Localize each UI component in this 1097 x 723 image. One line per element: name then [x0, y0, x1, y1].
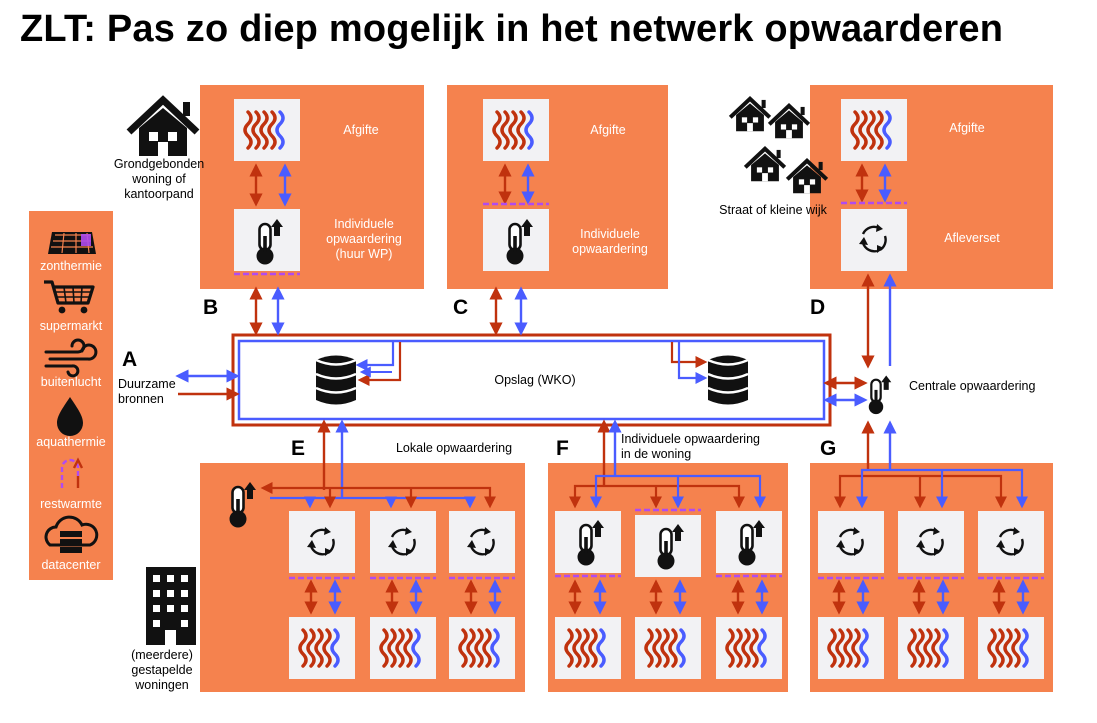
section-f-label-2: in de woning [621, 447, 691, 461]
section-e-exchanger-2 [370, 511, 436, 573]
legend-label-datacenter: datacenter [41, 558, 100, 572]
section-e-exchanger-1 [289, 511, 355, 573]
section-b-building-1: Grondgebonden [114, 157, 204, 171]
section-c-upgrade-1: Individuele [580, 227, 640, 241]
central-thermometer-icon [867, 374, 893, 416]
apartment-building-icon [146, 567, 196, 645]
section-b-upgrade-2: opwaardering [326, 232, 402, 246]
water-drop-icon [57, 397, 83, 436]
section-e-building-3: woningen [134, 678, 189, 692]
page-title: ZLT: Pas zo diep mogelijk in het netwerk… [20, 8, 1004, 50]
section-d-aflever-label: Afleverset [944, 231, 1000, 245]
section-f-letter: F [556, 437, 569, 460]
section-d-building: Straat of kleine wijk [719, 203, 827, 217]
section-e-building-1: (meerdere) [131, 648, 193, 662]
storage-label: Opslag (WKO) [494, 373, 575, 387]
section-e-exchanger-3 [449, 511, 515, 573]
legend-label-aquathermie: aquathermie [36, 435, 106, 449]
section-b-building-2: woning of [131, 172, 186, 186]
shopping-cart-icon [44, 280, 95, 314]
loop-arrow-icon [60, 457, 84, 488]
section-b-upgrade-1: Individuele [334, 217, 394, 231]
section-b-afgifte-label: Afgifte [343, 123, 378, 137]
section-c-afgifte-label: Afgifte [590, 123, 625, 137]
section-g-letter: G [820, 437, 836, 460]
storage-left-icon [314, 354, 358, 406]
section-a-label-2: bronnen [118, 392, 164, 406]
section-a-label-1: Duurzame [118, 377, 176, 391]
section-g-exchanger-1 [818, 511, 884, 573]
section-d-letter: D [810, 296, 825, 319]
section-d-aflever-panel [841, 209, 907, 271]
section-g-exchanger-3 [978, 511, 1044, 573]
house-icon [129, 100, 197, 156]
wind-icon [44, 338, 98, 378]
legend-label-restwarmte: restwarmte [40, 497, 102, 511]
section-c-upgrade-2: opwaardering [572, 242, 648, 256]
section-e-label: Lokale opwaardering [396, 441, 512, 455]
section-g-central: Centrale opwaardering [909, 379, 1036, 393]
section-c-box [447, 85, 668, 289]
storage-right-icon [706, 354, 750, 406]
section-b-upgrade-3: (huur WP) [336, 247, 393, 261]
legend-label-buitenlucht: buitenlucht [41, 375, 102, 389]
section-b-letter: B [203, 296, 218, 319]
solar-panel-icon [48, 232, 96, 254]
section-a-letter: A [122, 348, 137, 371]
section-d-afgifte-label: Afgifte [949, 121, 984, 135]
legend-label-zonthermie: zonthermie [40, 259, 102, 273]
cloud-server-icon [44, 515, 99, 553]
section-e-letter: E [291, 437, 305, 460]
section-b-building-3: kantoorpand [124, 187, 194, 201]
section-c-letter: C [453, 296, 468, 319]
section-f-label-1: Individuele opwaardering [621, 432, 760, 446]
section-e-building-2: gestapelde [131, 663, 192, 677]
section-g-exchanger-2 [898, 511, 964, 573]
legend-label-supermarkt: supermarkt [40, 319, 103, 333]
